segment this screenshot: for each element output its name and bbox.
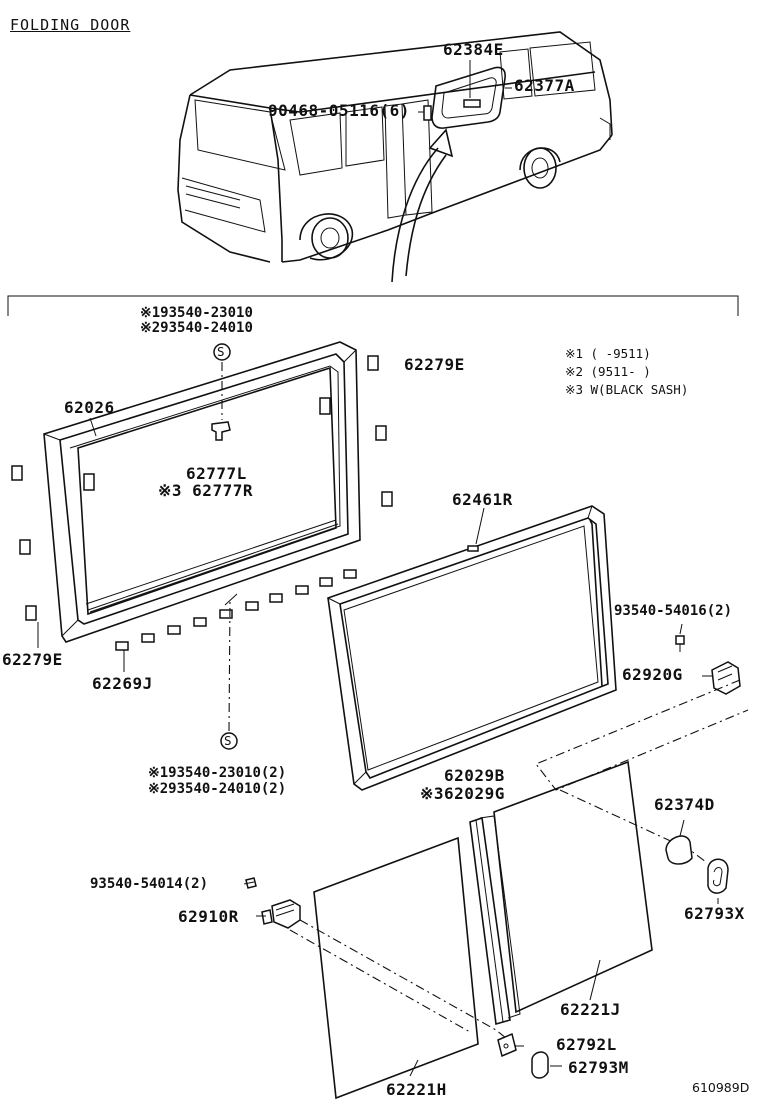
label-90468-05116: 90468-05116(6) [268,101,410,120]
van-illustration [177,31,613,283]
note-3: ※3 W(BLACK SASH) [565,382,689,397]
label-62793X: 62793X [684,904,745,923]
sash-62461R [327,505,617,791]
label-62777R: ※3 62777R [158,481,253,500]
label-62221H: 62221H [386,1080,447,1099]
label-62910R: 62910R [178,907,239,926]
label-62792L: 62792L [556,1035,617,1054]
label-clip-2: ※293540-24010 [140,320,253,336]
label-clip-1: ※193540-23010 [140,305,253,321]
label-62279E-top: 62279E [404,355,465,374]
label-62384E: 62384E [443,40,504,59]
note-1: ※1 ( -9511) [565,346,651,361]
clip-pads [11,355,393,651]
label-clip-3: ※193540-23010(2) [148,765,287,781]
weatherstrip-62029 [469,815,521,1026]
guide-parts [497,1032,549,1079]
screw-callouts [213,343,238,750]
label-clip-4: ※293540-24010(2) [148,781,287,797]
frame-62026 [43,341,361,643]
label-62269J: 62269J [92,674,153,693]
panel-62221H [289,836,517,1100]
label-62026: 62026 [64,398,115,417]
leader-lines [37,417,719,1077]
reference-code: 610989D [692,1080,750,1095]
hinge-62910R [245,877,301,929]
label-62029G: ※362029G [420,784,505,803]
note-2: ※2 (9511- ) [565,364,651,379]
label-62920G: 62920G [622,665,683,684]
section-bracket [7,295,739,316]
label-62461R: 62461R [452,490,513,509]
label-62029B: 62029B [444,766,505,785]
label-93540-54014: 93540-54014(2) [90,876,209,892]
hinge-62920G [535,635,749,791]
diagram-title: FOLDING DOOR [10,16,131,34]
panel-62221J [493,760,707,1014]
label-93540-54016: 93540-54016(2) [614,603,733,619]
stopper-parts [665,835,729,894]
label-62279E-bottom: 62279E [2,650,63,669]
label-62377A: 62377A [514,76,575,95]
label-62777L: 62777L [186,464,247,483]
screw-mark-top: S [217,344,225,359]
screw-mark-bottom: S [224,733,232,748]
label-62374D: 62374D [654,795,715,814]
label-62221J: 62221J [560,1000,621,1019]
label-62793M: 62793M [568,1058,629,1077]
